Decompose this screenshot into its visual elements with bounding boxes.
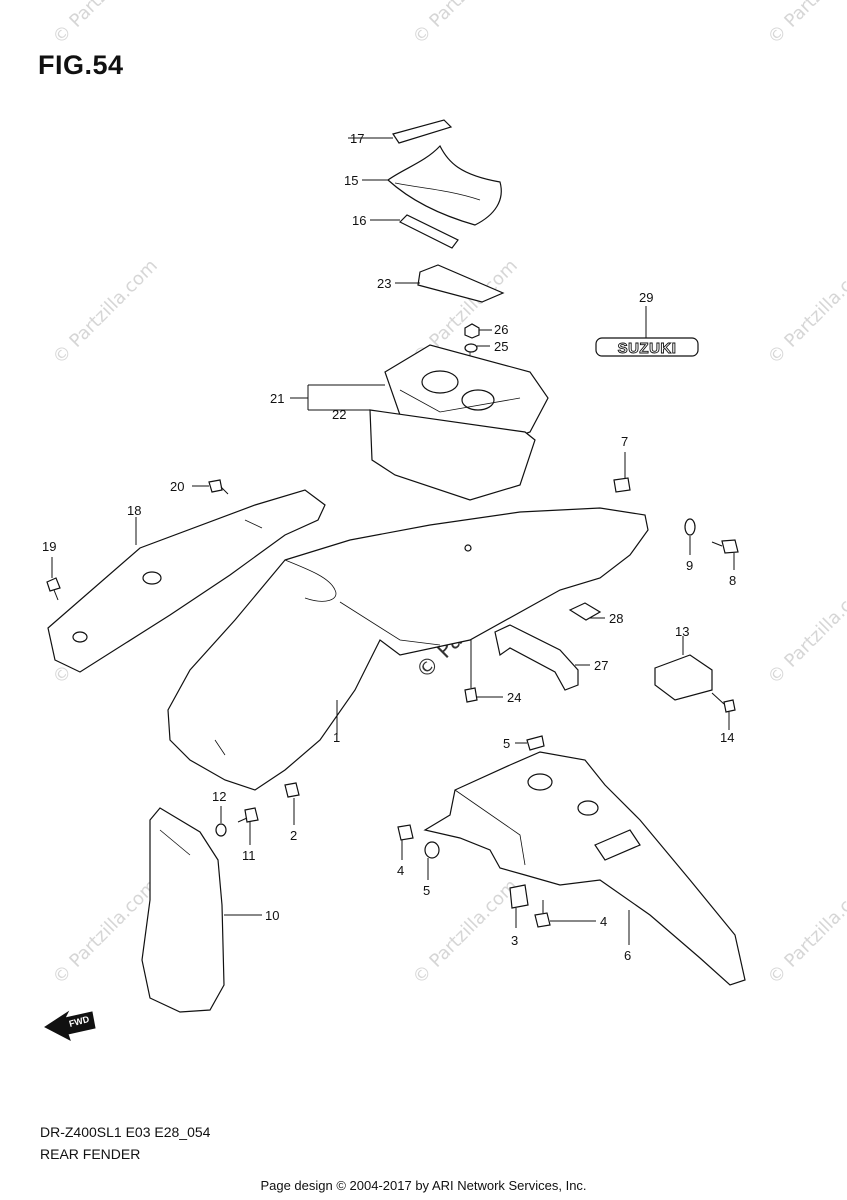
callout-label: 27 xyxy=(594,658,608,673)
watermark: © Partzilla.com xyxy=(764,575,847,688)
part-washer xyxy=(215,806,227,837)
callout-label: 3 xyxy=(511,933,518,948)
part-washer xyxy=(424,841,440,880)
callout-labels: 1 2 3 4 4 5 5 6 7 8 9 10 11 12 13 14 15 … xyxy=(42,131,736,963)
part-bolt xyxy=(711,539,739,570)
part-clip xyxy=(509,884,529,928)
part-bolt xyxy=(464,640,503,703)
callout-label: 15 xyxy=(344,173,358,188)
footer-credit: Page design © 2004-2017 by ARI Network S… xyxy=(260,1178,587,1193)
watermark: © Partzilla.com xyxy=(409,0,522,49)
callout-label: 1 xyxy=(333,730,340,745)
callout-label: 16 xyxy=(352,213,366,228)
figure-title: FIG.54 xyxy=(38,50,124,80)
part-nut xyxy=(464,323,492,339)
callout-label: 25 xyxy=(494,339,508,354)
watermark: © Partzilla.com xyxy=(764,0,847,49)
callout-label: 4 xyxy=(600,914,607,929)
part-tool-box xyxy=(290,344,549,501)
forward-arrow-icon: FWD xyxy=(44,1010,96,1042)
callout-label: 21 xyxy=(270,391,284,406)
part-strap xyxy=(348,119,453,144)
callout-label: 17 xyxy=(350,131,364,146)
callout-label: 14 xyxy=(720,730,734,745)
part-bolt xyxy=(237,807,259,845)
watermark: © Partzilla.com xyxy=(49,0,162,49)
part-reflector xyxy=(654,636,713,701)
part-pad xyxy=(568,602,605,621)
part-bolt xyxy=(192,479,229,495)
part-bolt xyxy=(534,900,596,928)
part-bolt xyxy=(397,824,414,860)
callout-label: 18 xyxy=(127,503,141,518)
part-side-cover xyxy=(47,489,326,673)
callout-label: 23 xyxy=(377,276,391,291)
part-clip-nut xyxy=(613,452,631,493)
part-wrench xyxy=(370,214,459,249)
diagram-name: REAR FENDER xyxy=(40,1146,141,1162)
callout-label: 11 xyxy=(242,848,256,863)
part-bolt xyxy=(284,782,300,825)
part-washer xyxy=(684,518,696,555)
callout-label: 26 xyxy=(494,322,508,337)
callout-label: 5 xyxy=(423,883,430,898)
part-rear-fender xyxy=(167,507,649,791)
watermark: © Partzilla.com xyxy=(49,255,162,368)
emblem-text: SUZUKI xyxy=(618,340,677,357)
callout-label: 4 xyxy=(397,863,404,878)
part-fender-bracket xyxy=(423,751,746,986)
watermark: © Partzilla.com xyxy=(764,875,847,988)
callout-label: 24 xyxy=(507,690,521,705)
callout-label: 8 xyxy=(729,573,736,588)
callout-label: 7 xyxy=(621,434,628,449)
callout-label: 19 xyxy=(42,539,56,554)
part-manual xyxy=(395,264,505,303)
callout-label: 10 xyxy=(265,908,279,923)
callout-label: 5 xyxy=(503,736,510,751)
part-screw xyxy=(711,692,736,730)
callout-label: 2 xyxy=(290,828,297,843)
callout-label: 29 xyxy=(639,290,653,305)
part-bolt xyxy=(46,557,61,601)
model-code: DR-Z400SL1 E03 E28_054 xyxy=(40,1124,211,1140)
part-washer xyxy=(515,735,545,751)
callout-label: 20 xyxy=(170,479,184,494)
part-handle xyxy=(494,624,590,691)
part-emblem: SUZUKI xyxy=(595,306,699,357)
callout-label: 22 xyxy=(332,407,346,422)
part-mud-flap xyxy=(141,807,262,1013)
callout-label: 12 xyxy=(212,789,226,804)
callout-label: 13 xyxy=(675,624,689,639)
callout-label: 9 xyxy=(686,558,693,573)
part-tool-bag xyxy=(362,144,502,226)
callout-label: 28 xyxy=(609,611,623,626)
watermark: © Partzilla.com xyxy=(764,255,847,368)
callout-label: 6 xyxy=(624,948,631,963)
